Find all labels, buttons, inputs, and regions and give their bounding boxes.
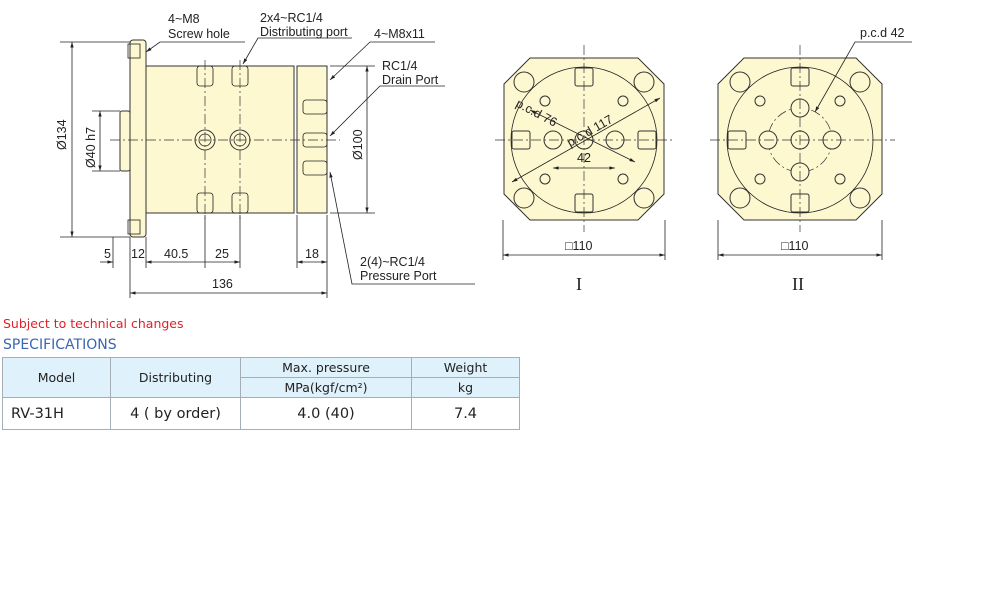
hub (119, 110, 131, 172)
table-row: RV-31H 4 ( by order) 4.0 (40) 7.4 (2, 397, 520, 430)
header-distributing: Distributing (110, 357, 241, 398)
pressure-port-label: Pressure Port (360, 269, 437, 283)
screw-hole-qty: 4~M8 (168, 12, 200, 26)
technical-drawing: Ø134 Ø40 h7 Ø100 5 12 40.5 25 18 136 4~M… (55, 11, 912, 298)
side-view: Ø134 Ø40 h7 Ø100 5 12 40.5 25 18 136 4~M… (55, 11, 475, 298)
front-view-1: p.c.d 76 p.c.d 117 42 □110 I (495, 45, 675, 294)
screw-hole-label: Screw hole (168, 27, 230, 41)
specifications-table: Model Distributing Max. pressure Weight … (2, 357, 520, 430)
view-2-size: □110 (781, 239, 809, 253)
cell-max-pressure: 4.0 (40) (240, 397, 412, 430)
flange (129, 39, 147, 238)
end-cap (296, 65, 328, 214)
header-model: Model (2, 357, 111, 398)
header-max-pressure-unit: MPa(kgf/cm²) (240, 377, 412, 398)
m8x11-label: 4~M8x11 (374, 27, 425, 41)
header-weight: Weight (411, 357, 520, 378)
dim-18: 18 (305, 247, 319, 261)
header-weight-unit: kg (411, 377, 520, 398)
view-1-size: □110 (565, 239, 593, 253)
dim-dia-100: Ø100 (351, 129, 365, 160)
cell-model: RV-31H (2, 397, 111, 430)
view-1-label: I (576, 274, 582, 294)
header-max-pressure: Max. pressure (240, 357, 412, 378)
technical-changes-notice: Subject to technical changes (3, 316, 184, 331)
front-view-2: p.c.d 42 □110 II (710, 26, 912, 294)
dim-25: 25 (215, 247, 229, 261)
specifications-title: SPECIFICATIONS (3, 337, 117, 353)
dim-dia-134: Ø134 (55, 119, 69, 150)
dim-40-5: 40.5 (164, 247, 188, 261)
pressure-port-qty: 2(4)~RC1/4 (360, 255, 425, 269)
body (145, 65, 295, 214)
pcd-42-label: p.c.d 42 (860, 26, 905, 40)
distributing-port-qty: 2x4~RC1/4 (260, 11, 323, 25)
dim-5: 5 (104, 247, 111, 261)
drain-port-qty: RC1/4 (382, 59, 417, 73)
drain-port-label: Drain Port (382, 73, 439, 87)
dim-136: 136 (212, 277, 233, 291)
cell-weight: 7.4 (411, 397, 520, 430)
dim-12: 12 (131, 247, 145, 261)
distributing-port-label: Distributing port (260, 25, 348, 39)
dim-dia-40: Ø40 h7 (84, 127, 98, 168)
view-2-label: II (792, 274, 804, 294)
dim-42: 42 (577, 151, 591, 165)
cell-distributing: 4 ( by order) (110, 397, 241, 430)
